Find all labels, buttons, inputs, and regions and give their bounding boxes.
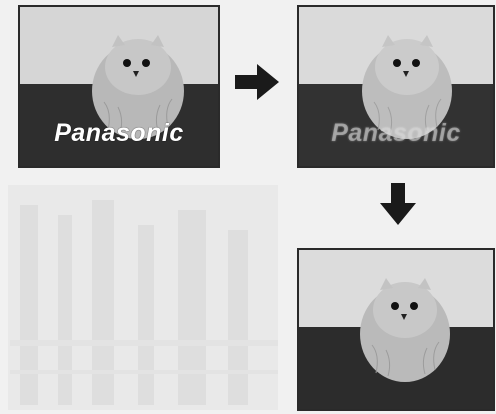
arrow-down-icon: [378, 181, 418, 227]
photo-text-removed: [297, 248, 495, 411]
photo-text-fading: Panasonic: [297, 5, 495, 168]
panasonic-text-ghost: Panasonic: [299, 119, 493, 148]
panasonic-text-overlay: Panasonic: [20, 119, 218, 148]
arrow-right-icon: [233, 62, 281, 102]
original-photo-with-text: Panasonic: [18, 5, 220, 168]
